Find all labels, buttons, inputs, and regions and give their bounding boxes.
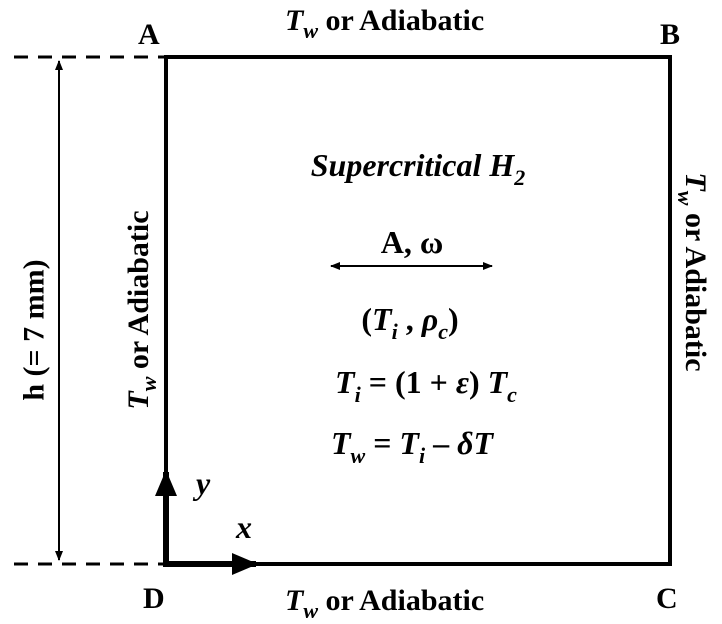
right-bc-symbol: T: [679, 172, 712, 192]
initial-state-t-sub: i: [392, 319, 399, 344]
fluid-label: Supercritical H2: [311, 147, 526, 190]
corner-label-b: B: [660, 18, 680, 51]
bottom-bc-symbol: T: [285, 584, 305, 617]
equation-wall-temperature: Tw = Ti – δT: [331, 425, 495, 468]
x-axis-label: x: [235, 509, 252, 545]
height-label: h (= 7 mm): [18, 259, 51, 400]
eq1-rest: = (1 +: [361, 364, 456, 400]
fluid-text: Supercritical H: [311, 147, 516, 183]
left-boundary-condition: Tw or Adiabatic: [122, 210, 161, 409]
right-boundary-condition: Tw or Adiabatic: [673, 172, 712, 371]
top-bc-text: or Adiabatic: [318, 4, 484, 37]
corner-label-a: A: [138, 18, 160, 51]
left-bc-subscript: w: [136, 376, 161, 391]
bottom-bc-text: or Adiabatic: [318, 584, 484, 617]
vibration-label: A, ω: [381, 224, 444, 260]
bottom-bc-subscript: w: [303, 598, 318, 623]
initial-state-rho-sub: c: [438, 319, 448, 344]
initial-state: (Ti , ρc): [361, 301, 458, 344]
eq1-t-sub: i: [355, 382, 362, 407]
eq1-close: ): [469, 364, 488, 400]
eq2-ti: T: [399, 425, 420, 461]
initial-state-close: ): [448, 301, 459, 337]
eq2-delta-t: δT: [457, 425, 494, 461]
eq2-tw: T: [331, 425, 352, 461]
left-bc-text: or Adiabatic: [122, 210, 155, 376]
cavity-boundary: [164, 55, 672, 566]
eq1-t: T: [335, 364, 356, 400]
bottom-boundary-condition: Tw or Adiabatic: [285, 584, 484, 623]
eq2-minus: –: [425, 425, 457, 461]
initial-state-sep: ,: [398, 301, 422, 337]
initial-state-open: (: [361, 301, 372, 337]
initial-state-t: T: [372, 301, 393, 337]
corner-label-d: D: [143, 582, 165, 615]
y-axis-label: y: [192, 465, 211, 501]
top-bc-subscript: w: [303, 18, 318, 43]
right-bc-subscript: w: [673, 191, 698, 206]
right-bc-text: or Adiabatic: [679, 205, 712, 371]
equation-initial-temperature: Ti = (1 + ε) Tc: [335, 364, 517, 407]
eq1-epsilon: ε: [456, 364, 469, 400]
corner-label-c: C: [656, 582, 678, 615]
eq2-equals: =: [365, 425, 399, 461]
eq2-tw-sub: w: [351, 443, 366, 468]
left-bc-symbol: T: [122, 390, 155, 410]
top-bc-symbol: T: [285, 4, 305, 37]
fluid-subscript: 2: [513, 165, 525, 190]
eq1-tc-sub: c: [507, 382, 517, 407]
eq2-ti-sub: i: [419, 443, 426, 468]
initial-state-rho: ρ: [421, 301, 438, 337]
top-boundary-condition: Tw or Adiabatic: [285, 4, 484, 43]
eq1-tc: T: [488, 364, 509, 400]
